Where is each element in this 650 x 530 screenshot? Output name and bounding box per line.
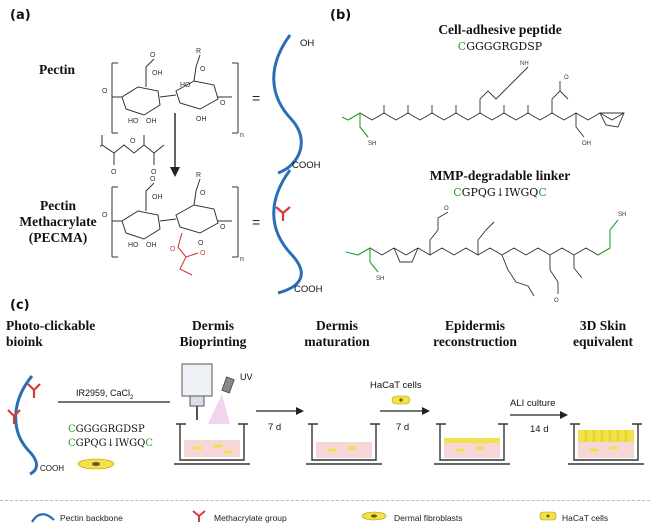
legend-backbone-icon bbox=[31, 513, 55, 523]
pecma-structure bbox=[111, 178, 239, 258]
svg-text:n: n bbox=[240, 132, 244, 139]
bioink-backbone-icon bbox=[14, 375, 38, 476]
svg-text:OH: OH bbox=[582, 141, 591, 147]
svg-text:HO: HO bbox=[128, 242, 139, 249]
mmp-linker-sequence: CGPQG↓IWGQC bbox=[453, 186, 547, 199]
svg-text:R: R bbox=[196, 172, 201, 179]
arrow-1-label: 7 d bbox=[268, 422, 282, 433]
pectin-label: Pectin bbox=[39, 62, 75, 77]
hacat-cells-label: HaCaT cells bbox=[370, 380, 422, 391]
svg-text:O: O bbox=[200, 66, 206, 73]
pectin-structure bbox=[111, 54, 239, 134]
pectin-oh-label: OH bbox=[300, 38, 315, 49]
svg-text:OH: OH bbox=[146, 118, 157, 125]
svg-text:OH: OH bbox=[146, 242, 157, 249]
svg-text:SH: SH bbox=[376, 276, 384, 282]
svg-text:NH: NH bbox=[520, 61, 529, 67]
cell-adhesive-peptide-sequence: CGGGGRGDSP bbox=[457, 40, 543, 53]
svg-text:O: O bbox=[170, 246, 176, 253]
legend-fibroblast-icon bbox=[361, 511, 387, 521]
pecma-label: Pectin Methacrylate (PECMA) bbox=[19, 198, 97, 245]
arrow-2 bbox=[380, 407, 430, 415]
svg-text:O: O bbox=[150, 176, 156, 183]
legend-backbone-label: Pectin backbone bbox=[60, 513, 123, 523]
svg-text:SH: SH bbox=[618, 212, 626, 218]
bioink-cooh-label: COOH bbox=[40, 464, 64, 473]
bioink-seq-1: CGGGGRGDSP bbox=[68, 424, 145, 435]
bioprinter-illustration bbox=[174, 363, 250, 465]
methacrylate-group-icon bbox=[275, 206, 291, 221]
bioink-illustration bbox=[7, 375, 170, 476]
methacrylic-anhydride-structure bbox=[100, 135, 165, 165]
svg-text:O: O bbox=[111, 169, 117, 176]
svg-text:HO: HO bbox=[180, 82, 191, 89]
legend-fibroblast-label: Dermal fibroblasts bbox=[394, 513, 463, 523]
panel-b-label: (b) bbox=[330, 8, 352, 23]
svg-text:O: O bbox=[150, 52, 156, 59]
epidermis-reconstruction-well bbox=[434, 423, 510, 465]
ali-culture-label: ALI culture bbox=[510, 398, 556, 409]
svg-text:O: O bbox=[198, 240, 204, 247]
svg-text:R: R bbox=[196, 48, 201, 55]
pectin-backbone-icon bbox=[272, 34, 303, 175]
arrow-2-label: 7 d bbox=[396, 422, 410, 433]
cell-adhesive-peptide-title: Cell-adhesive peptide bbox=[438, 22, 562, 37]
hacat-cell-icon bbox=[391, 395, 411, 405]
svg-text:OH: OH bbox=[152, 70, 163, 77]
svg-text:HO: HO bbox=[128, 118, 139, 125]
legend-hacat-label: HaCaT cells bbox=[562, 513, 609, 523]
pectin-cooh-label: COOH bbox=[292, 160, 321, 171]
svg-text:O: O bbox=[564, 75, 569, 81]
mmp-linker-title: MMP-degradable linker bbox=[429, 168, 571, 183]
peptide-structure: NH SH OH O bbox=[341, 61, 625, 147]
panel-c-label: (c) bbox=[10, 298, 30, 313]
legend-divider bbox=[0, 500, 650, 501]
skin-equivalent-well bbox=[568, 423, 644, 465]
arrow-1 bbox=[256, 407, 304, 415]
equals-sign-2: = bbox=[252, 214, 260, 230]
legend-methacrylate-label: Methacrylate group bbox=[214, 513, 287, 523]
svg-text:O: O bbox=[200, 190, 206, 197]
svg-text:OH: OH bbox=[152, 194, 163, 201]
arrow-3 bbox=[510, 411, 568, 419]
legend-hacat-icon bbox=[539, 511, 557, 521]
legend-methacrylate-icon bbox=[192, 510, 206, 522]
svg-text:O: O bbox=[220, 224, 226, 231]
pecma-cooh-label: COOH bbox=[294, 284, 323, 295]
svg-text:O: O bbox=[151, 169, 157, 176]
svg-text:O: O bbox=[444, 206, 449, 212]
bioink-seq-2: CGPQG↓IWGQC bbox=[68, 438, 154, 449]
svg-text:SH: SH bbox=[368, 141, 376, 147]
bioink-methacrylate-icon bbox=[7, 383, 41, 424]
uv-lamp-icon bbox=[221, 376, 235, 394]
svg-text:OH: OH bbox=[196, 116, 207, 123]
equals-sign-1: = bbox=[252, 90, 260, 106]
arrow-down-icon bbox=[170, 167, 180, 177]
dermis-maturation-well bbox=[306, 423, 382, 465]
svg-text:n: n bbox=[240, 256, 244, 263]
svg-text:O: O bbox=[102, 212, 108, 219]
svg-text:O: O bbox=[220, 100, 226, 107]
uv-label: UV bbox=[240, 372, 253, 382]
svg-text:O: O bbox=[102, 88, 108, 95]
svg-text:O: O bbox=[554, 298, 559, 304]
linker-structure: O SH O SH bbox=[345, 206, 626, 304]
reagent-label: IR2959, CaCl2 bbox=[76, 388, 134, 401]
pecma-backbone-icon bbox=[272, 169, 303, 295]
arrow-3-label: 14 d bbox=[530, 424, 549, 435]
panel-a-label: (a) bbox=[10, 8, 31, 23]
svg-text:O: O bbox=[130, 138, 136, 145]
svg-text:O: O bbox=[200, 250, 206, 257]
